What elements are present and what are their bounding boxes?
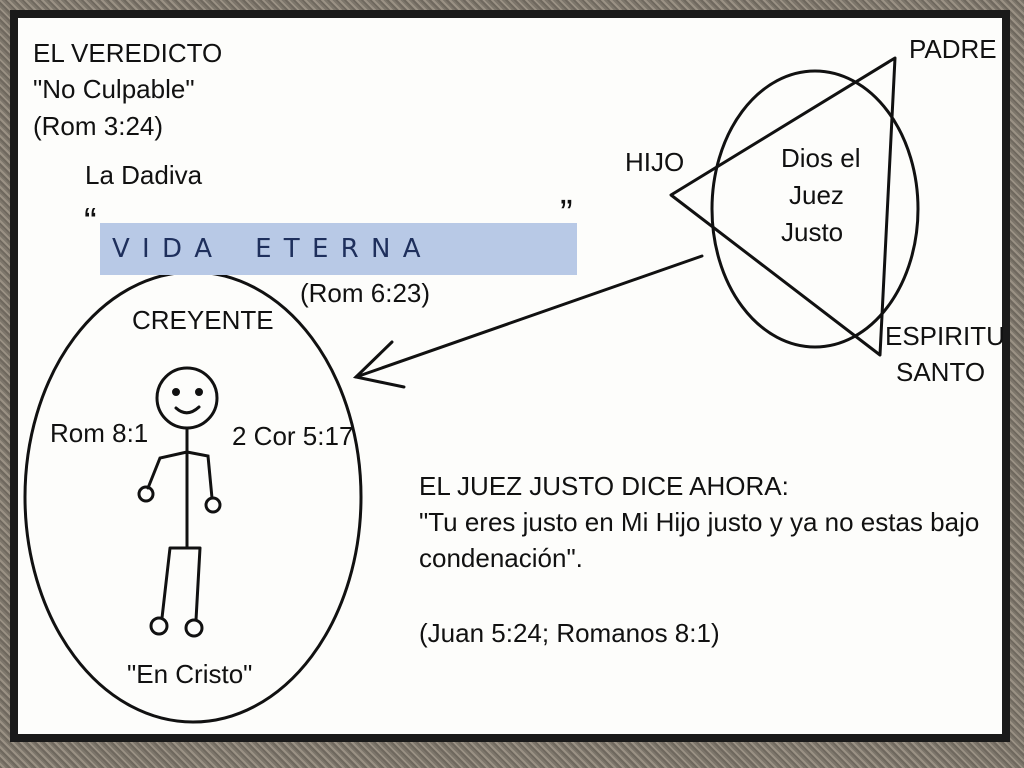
verdict-ref: (Rom 3:24) (33, 111, 163, 141)
declaration-title: EL JUEZ JUSTO DICE AHORA: (419, 471, 789, 501)
trinity-son: HIJO (625, 147, 684, 177)
declaration-line1: "Tu eres justo en Mi Hijo justo y ya no … (419, 507, 979, 537)
trinity-spirit-line2: SANTO (896, 357, 985, 387)
believer-left-ref: Rom 8:1 (50, 418, 148, 448)
eternal-life-banner: V I D A E T E R N A (100, 223, 577, 275)
trinity-circle (710, 69, 920, 349)
trinity-center-line1: Dios el (781, 143, 860, 173)
trinity-center-line2: Juez (789, 180, 844, 210)
trinity-triangle (669, 56, 897, 357)
believer-oval (23, 270, 363, 724)
gift-label: La Dadiva (85, 160, 203, 190)
arrow-icon (352, 254, 704, 389)
stick-figure-icon (137, 366, 222, 638)
gift-open-quote: “ (84, 201, 97, 243)
trinity-spirit-line1: ESPIRITU (885, 321, 1005, 351)
verdict-quote: "No Culpable" (33, 74, 195, 104)
believer-right-ref: 2 Cor 5:17 (232, 421, 353, 451)
paper-sheet (18, 18, 1002, 734)
declaration-refs: (Juan 5:24; Romanos 8:1) (419, 618, 720, 648)
trinity-center-line3: Justo (781, 217, 843, 247)
believer-caption: "En Cristo" (127, 659, 252, 689)
gift-ref: (Rom 6:23) (300, 278, 430, 308)
believer-title: CREYENTE (132, 305, 274, 335)
verdict-title: EL VEREDICTO (33, 38, 222, 68)
trinity-father: PADRE (909, 34, 997, 64)
declaration-line2: condenación". (419, 543, 583, 573)
